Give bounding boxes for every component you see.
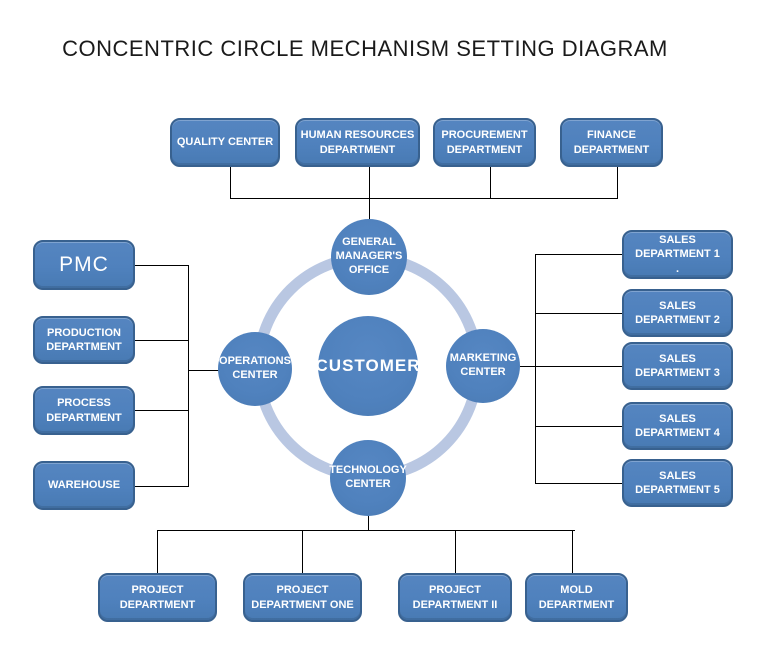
connector-marketing-stub: [520, 366, 622, 367]
node-procurement-department: PROCUREMENT DEPARTMENT: [433, 118, 536, 167]
hub-customer: CUSTOMER: [316, 316, 420, 416]
node-human-resources-department: HUMAN RESOURCES DEPARTMENT: [295, 118, 420, 167]
connector-project2-drop: [455, 530, 456, 573]
node-mold-department: MOLD DEPARTMENT: [525, 573, 628, 622]
connector-procurement-drop: [490, 167, 491, 198]
node-warehouse: WAREHOUSE: [33, 461, 135, 510]
connector-right-bus: [535, 254, 536, 484]
node-sales-department-3: SALES DEPARTMENT 3: [622, 342, 733, 390]
node-process-department: PROCESS DEPARTMENT: [33, 386, 135, 435]
node-finance-department: FINANCE DEPARTMENT: [560, 118, 663, 167]
connector-quality-drop: [230, 167, 231, 198]
connector-gm-drop: [369, 198, 370, 222]
connector-sales5-stub: [535, 483, 622, 484]
connector-top-bus: [230, 198, 618, 199]
connector-pmc-stub: [135, 265, 188, 266]
node-project-department-one: PROJECT DEPARTMENT ONE: [243, 573, 362, 622]
connector-sales4-stub: [535, 426, 622, 427]
connector-sales1-stub: [535, 254, 622, 255]
node-pmc: PMC: [33, 240, 135, 290]
node-sales-department-1: SALES DEPARTMENT 1 .: [622, 230, 733, 279]
hub-marketing-center: MARKETING CENTER: [446, 329, 520, 403]
hub-operations-center: OPERATIONS CENTER: [218, 332, 292, 406]
node-sales-department-5: SALES DEPARTMENT 5: [622, 459, 733, 507]
node-project-department-ii: PROJECT DEPARTMENT II: [398, 573, 512, 622]
connector-project1-drop: [157, 530, 158, 573]
connector-process-stub: [135, 410, 188, 411]
hub-technology-center: TECHNOLOGY CENTER: [329, 440, 407, 516]
node-project-department: PROJECT DEPARTMENT: [98, 573, 217, 622]
connector-hr-drop: [369, 167, 370, 198]
hub-general-managers-office: GENERAL MANAGER'S OFFICE: [331, 219, 407, 295]
connector-finance-drop: [617, 167, 618, 198]
node-sales-department-2: SALES DEPARTMENT 2: [622, 289, 733, 337]
connector-left-bus: [188, 265, 189, 487]
connector-sales2-stub: [535, 313, 622, 314]
connector-technology-drop: [368, 516, 369, 530]
node-sales-department-4: SALES DEPARTMENT 4: [622, 402, 733, 450]
node-production-department: PRODUCTION DEPARTMENT: [33, 316, 135, 364]
connector-production-stub: [135, 340, 188, 341]
connector-mold-drop: [572, 530, 573, 573]
connector-bottom-bus: [157, 530, 575, 531]
node-quality-center: QUALITY CENTER: [170, 118, 280, 167]
diagram-title: CONCENTRIC CIRCLE MECHANISM SETTING DIAG…: [62, 36, 668, 61]
connector-project-one-drop: [302, 530, 303, 573]
connector-warehouse-stub: [135, 486, 188, 487]
connector-operations-stub: [188, 370, 219, 371]
